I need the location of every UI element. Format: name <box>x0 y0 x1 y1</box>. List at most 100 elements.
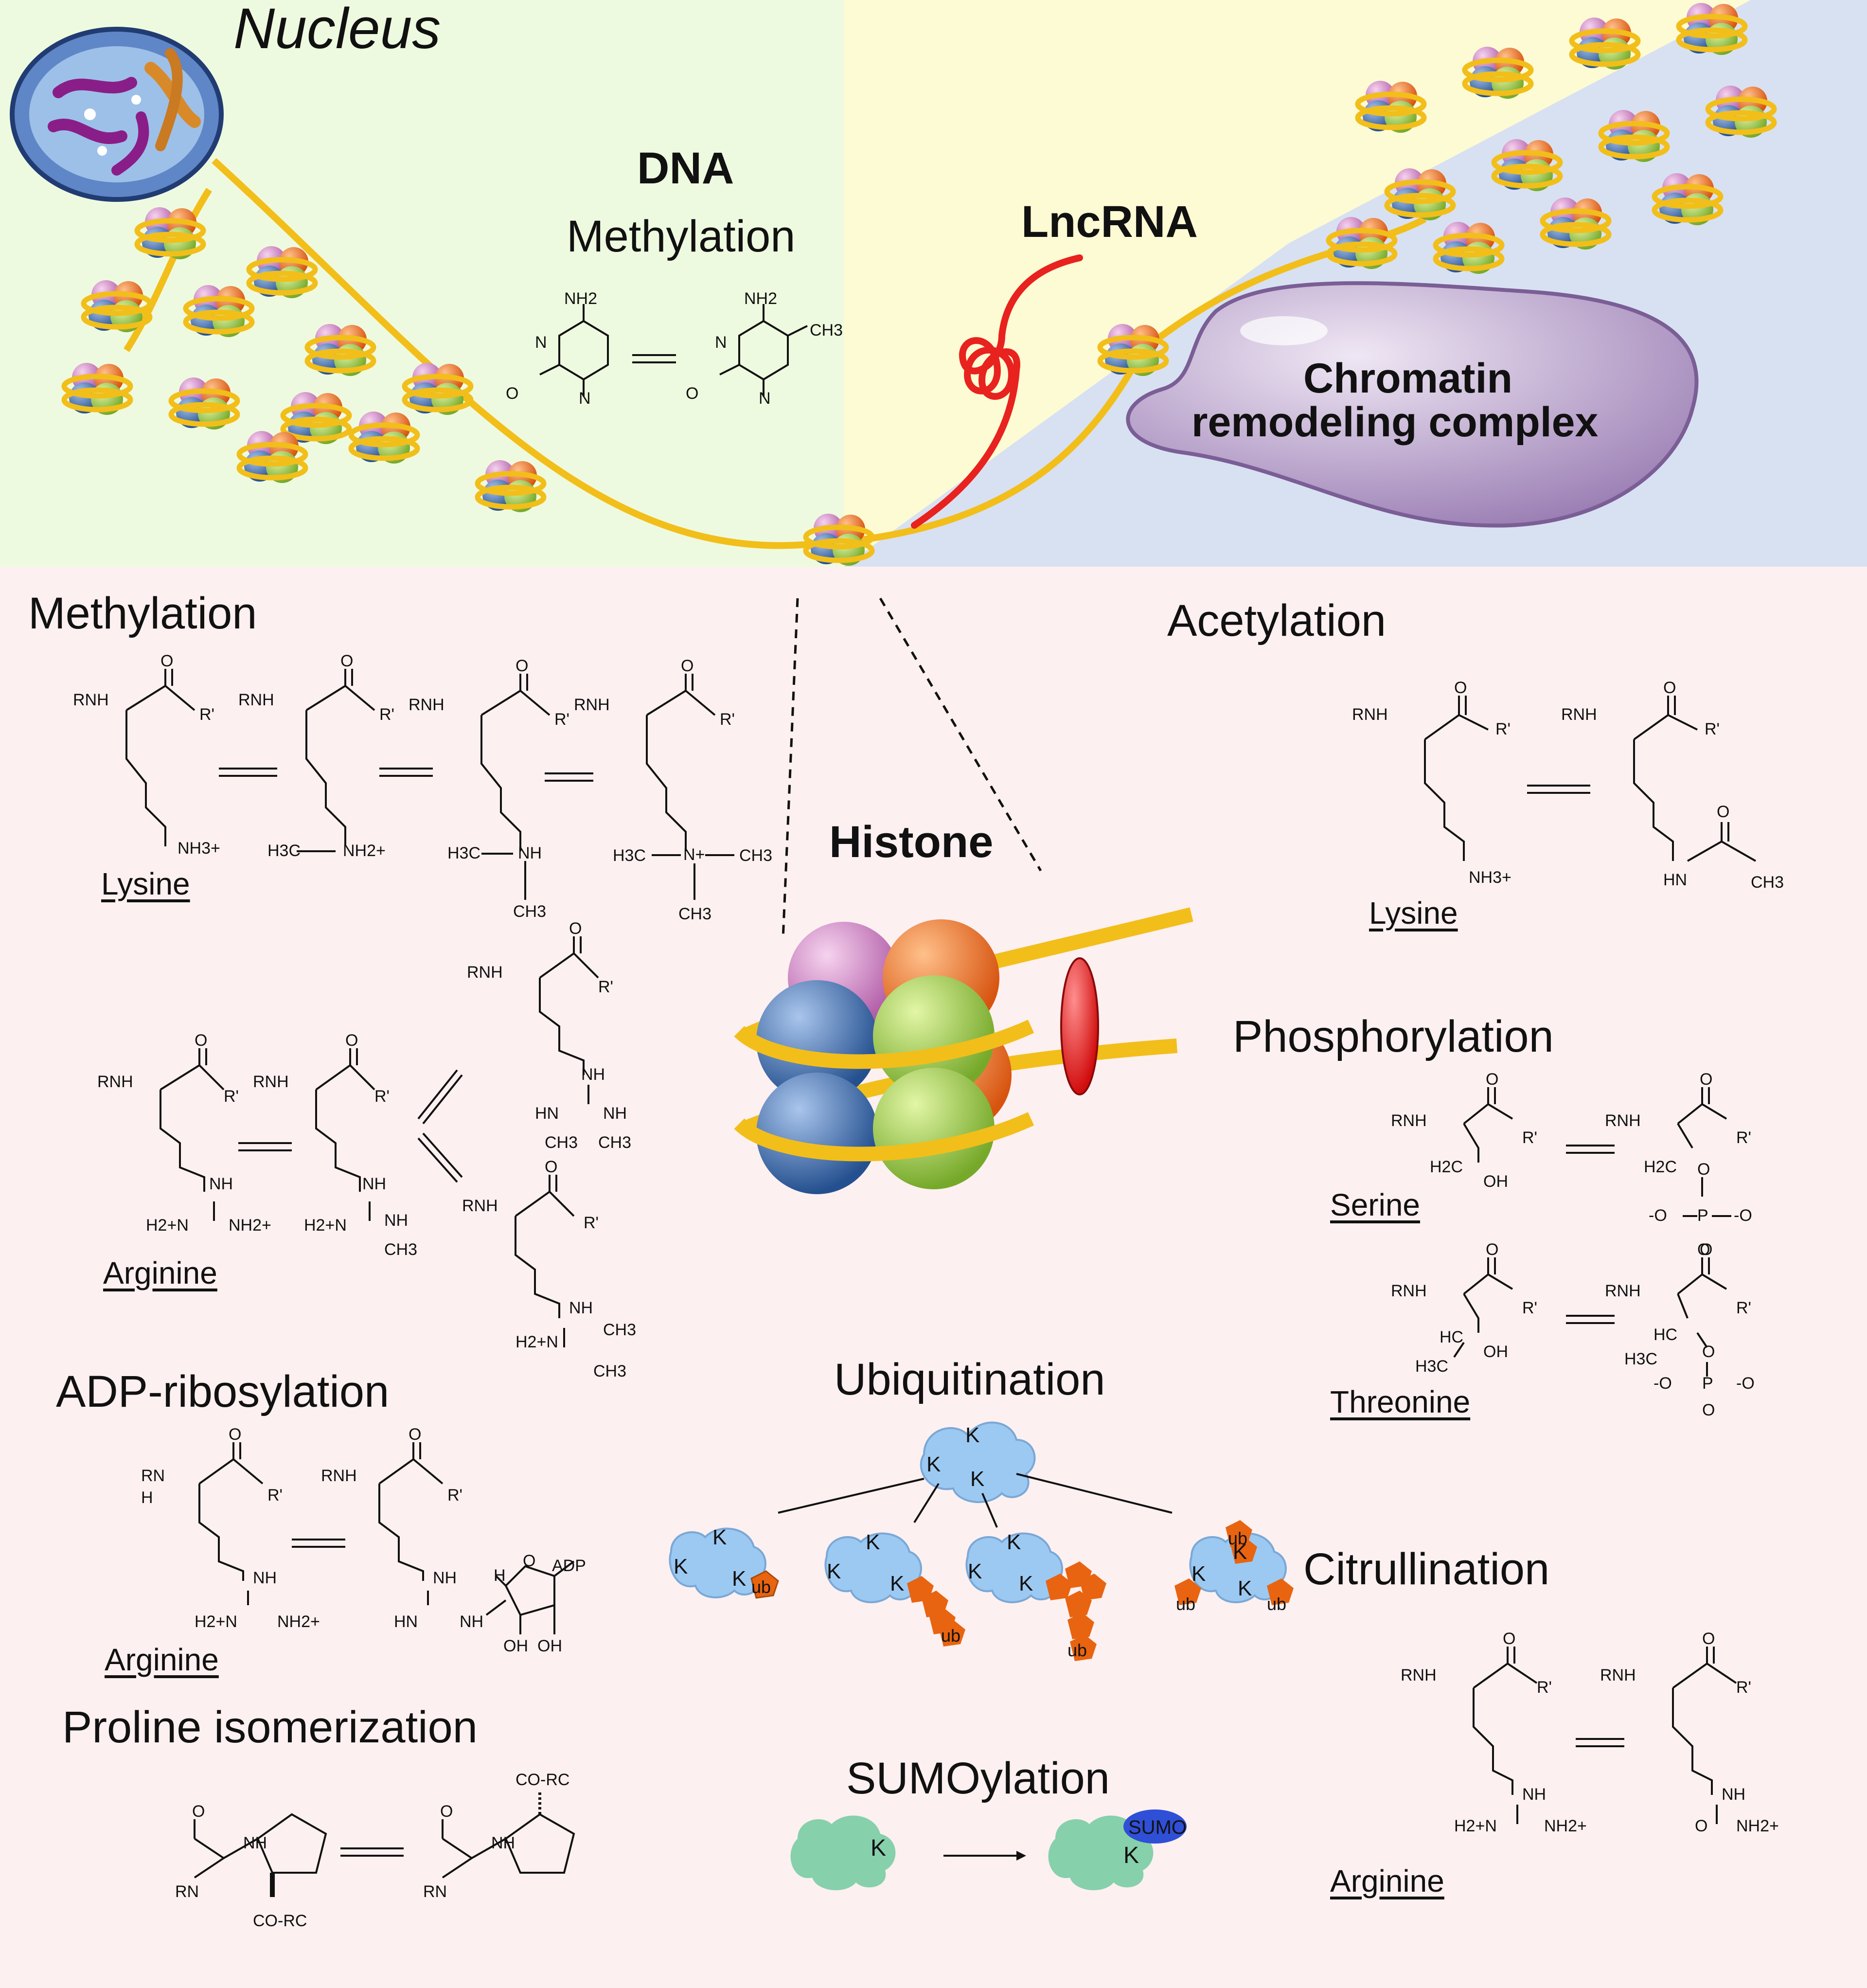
pser-o: O <box>1700 1070 1712 1089</box>
pser-o-bottom: O <box>1697 1240 1710 1259</box>
pthr-p: P <box>1702 1374 1713 1393</box>
arg-me1-h2n: H2+N <box>304 1216 347 1235</box>
mono-k2: K <box>674 1555 688 1578</box>
lys-me1-rnh: RNH <box>238 691 274 709</box>
thr-o: O <box>1486 1240 1498 1259</box>
poly-k1: K <box>866 1530 880 1554</box>
cytosine-n: N <box>535 333 547 352</box>
arg-adma-nh: NH <box>569 1299 593 1317</box>
zoom-line-left <box>782 598 799 939</box>
arg-sdma-rnh: RNH <box>467 963 503 982</box>
thr-hc: HC <box>1440 1328 1463 1346</box>
thr-r: R' <box>1522 1299 1537 1317</box>
ac-prod-r: R' <box>1705 720 1720 738</box>
ubiquitin-source-cloud: K K K <box>920 1421 1036 1504</box>
pser-p: P <box>1697 1206 1708 1225</box>
lys-me1-h3c: H3C <box>267 842 301 860</box>
arg-me1-nh: NH <box>362 1175 386 1193</box>
lys-nh3: NH3+ <box>178 839 220 858</box>
pser-o-right: -O <box>1734 1206 1752 1225</box>
methylation-title: Methylation <box>28 589 257 638</box>
ac-lys-nh3: NH3+ <box>1469 868 1511 887</box>
arg-adma-r: R' <box>584 1214 599 1232</box>
adp-prod-o: O <box>409 1425 421 1444</box>
arg-me1-r: R' <box>374 1087 390 1106</box>
mono-k3: K <box>732 1567 746 1591</box>
adp-prod-nh2: NH <box>460 1612 483 1631</box>
lys-me1-r: R' <box>379 705 394 724</box>
acetylation-structures: RNH O R' NH3+ RNH O R' HN O CH3 <box>1352 679 1784 892</box>
proline-isomerization-title: Proline isomerization <box>62 1702 478 1752</box>
adp-prod-ring-o: O <box>523 1552 535 1570</box>
serine-residue: Serine <box>1330 1187 1420 1222</box>
arg-me1-o: O <box>345 1031 358 1050</box>
adp-arg-nh2: NH2+ <box>277 1612 320 1631</box>
arg-sdma-nh2: NH <box>603 1104 627 1123</box>
dna-label: DNA <box>637 143 734 193</box>
dna-strand-top <box>124 188 212 352</box>
pthr-h3c: H3C <box>1624 1350 1657 1368</box>
ac-prod-ch3: CH3 <box>1751 873 1784 892</box>
cit-arg-nh: NH <box>1522 1785 1546 1804</box>
poly-k2: K <box>827 1559 841 1583</box>
adp-prod-h: H <box>494 1566 506 1585</box>
ser-oh: OH <box>1483 1172 1508 1191</box>
adp-ribosylation-structures: RN H O R' NH H2+N NH2+ RNH O R' NH HN <box>141 1425 586 1655</box>
pro-trans-o: O <box>440 1802 453 1821</box>
ac-prod-rnh: RNH <box>1561 705 1597 724</box>
lys-me3-o: O <box>681 657 693 675</box>
nucleus-icon <box>10 27 224 202</box>
linker-histone <box>1060 957 1099 1095</box>
multi-k2: K <box>1191 1562 1206 1586</box>
lys-me3-r: R' <box>720 710 735 729</box>
cit-arg-rnh: RNH <box>1401 1666 1437 1684</box>
complex-highlight <box>1240 316 1328 345</box>
lysine-methylation-structures: RNH O R' NH3+ RNH O R' H3C NH2+ RNH <box>73 652 772 923</box>
chromatin-label-line1: Chromatin <box>1303 355 1512 402</box>
ac-lys-r: R' <box>1495 720 1511 738</box>
arg-o: O <box>195 1031 207 1050</box>
lysine-acetylation-residue: Lysine <box>1369 895 1458 931</box>
methylcytosine-n1: N <box>759 389 771 408</box>
arg-rnh: RNH <box>97 1073 133 1091</box>
cit-arg-h2n: H2+N <box>1454 1817 1497 1835</box>
methylcytosine-ch3: CH3 <box>810 321 843 340</box>
phosphorylation-title: Phosphorylation <box>1233 1012 1554 1061</box>
dna-methylation-label: Methylation <box>567 212 796 261</box>
sumoylation-diagram: K SUMO K <box>790 1809 1187 1891</box>
ser-o: O <box>1486 1070 1498 1089</box>
pser-o-bridge: O <box>1697 1160 1710 1179</box>
lys-me1-o: O <box>340 652 353 670</box>
citrullination-structures: RNH O R' NH H2+N NH2+ RNH O R' NH O NH2+ <box>1401 1630 1779 1835</box>
arg-adma-o: O <box>545 1158 557 1176</box>
arg-adma-ch3b: CH3 <box>593 1362 626 1380</box>
arg-adma-ch3a: CH3 <box>603 1321 636 1339</box>
arg-nh: NH <box>209 1175 233 1193</box>
histone-label: Histone <box>829 817 994 867</box>
sumo-substrate-k: K <box>871 1835 886 1861</box>
sumo-tag-label: SUMO <box>1128 1817 1187 1838</box>
pro-cis-n: NH <box>243 1834 267 1852</box>
pro-cis-o: O <box>192 1802 205 1821</box>
mono-ub: ub <box>751 1577 771 1597</box>
adp-arg-h2n: H2+N <box>195 1612 237 1631</box>
arg-sdma-hn: HN <box>535 1104 559 1123</box>
lys-me2-r: R' <box>554 710 569 729</box>
ubiquitination-diagram: K K K K K K ub K K K ub <box>669 1421 1294 1661</box>
branch-k3: K <box>1019 1572 1033 1595</box>
threonine-residue: Threonine <box>1330 1384 1471 1419</box>
lys-me2-ch3: CH3 <box>513 902 546 921</box>
adp-arg-nh: NH <box>253 1569 277 1587</box>
arg-h2n: H2+N <box>146 1216 189 1235</box>
nucleus-label: Nucleus <box>233 0 441 61</box>
lys-me1-nh2: NH2+ <box>343 842 386 860</box>
pro-trans-rn: RN <box>423 1882 447 1901</box>
pser-o-left: -O <box>1649 1206 1667 1225</box>
ac-prod-o2: O <box>1717 803 1729 821</box>
cit-prod-r: R' <box>1736 1678 1751 1697</box>
arginine-methylation-structures: RNH O R' NH H2+N NH2+ RNH O R' NH H2+N N… <box>97 919 636 1380</box>
arg-sdma-ch3a: CH3 <box>545 1133 578 1152</box>
adp-prod-r: R' <box>447 1486 462 1504</box>
lys-me2-o: O <box>516 657 528 675</box>
